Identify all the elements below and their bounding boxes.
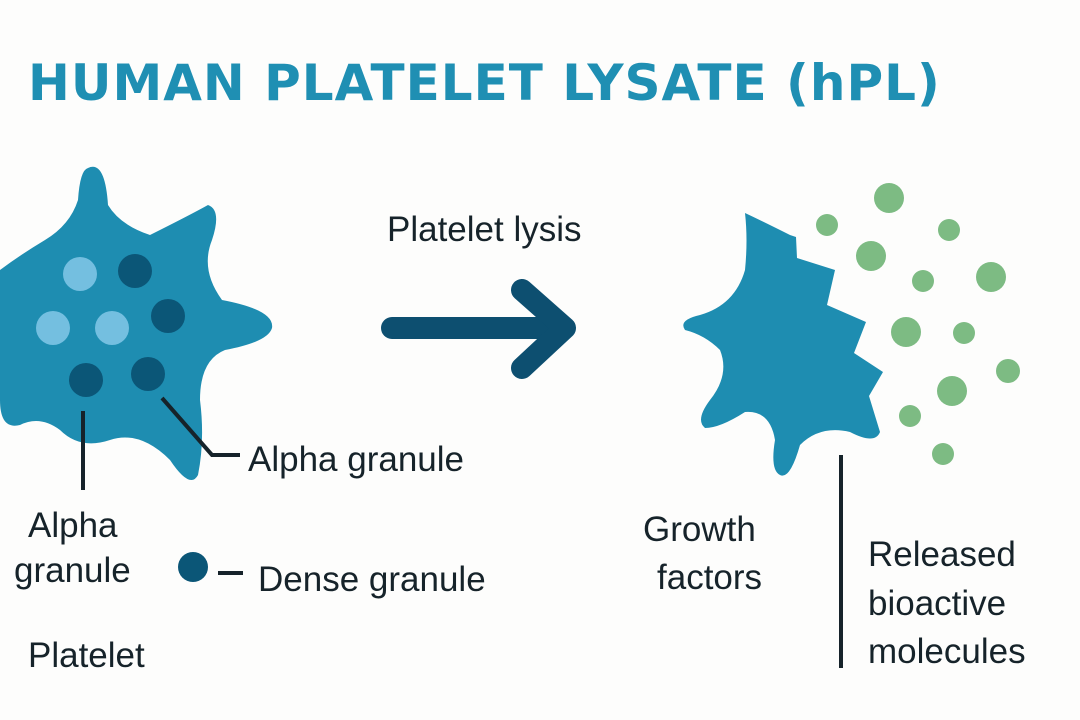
label-alpha-granule-left-line2: granule bbox=[14, 551, 131, 590]
molecule-dot bbox=[932, 443, 954, 465]
dense-granule-legend-dot bbox=[178, 552, 208, 582]
label-growth-factors-line2: factors bbox=[657, 558, 763, 597]
page-title: HUMAN PLATELET LYSATE (hPL) bbox=[28, 54, 941, 112]
bioactive-molecules bbox=[816, 183, 1020, 465]
molecule-dot bbox=[899, 405, 921, 427]
label-alpha-granule-left-line1: Alpha bbox=[28, 506, 118, 545]
molecule-dot bbox=[953, 322, 975, 344]
step-label-platelet-lysis: Platelet lysis bbox=[387, 210, 582, 249]
arrow-icon bbox=[381, 279, 576, 379]
molecule-dot bbox=[874, 183, 904, 213]
label-dense-granule: Dense granule bbox=[258, 560, 486, 599]
molecule-dot bbox=[891, 317, 921, 347]
label-platelet: Platelet bbox=[28, 636, 145, 675]
alpha-granule bbox=[95, 311, 129, 345]
molecule-dot bbox=[996, 359, 1020, 383]
molecule-dot bbox=[912, 270, 934, 292]
molecule-dot bbox=[816, 214, 838, 236]
molecule-dot bbox=[856, 241, 886, 271]
dense-granule bbox=[118, 254, 152, 288]
molecule-dot bbox=[938, 219, 960, 241]
alpha-granule bbox=[36, 311, 70, 345]
dense-granule bbox=[151, 299, 185, 333]
label-alpha-granule-right: Alpha granule bbox=[248, 440, 464, 479]
dense-granule bbox=[131, 357, 165, 391]
alpha-granule bbox=[63, 257, 97, 291]
lysed-platelet-shape bbox=[683, 213, 883, 476]
label-released-line3: molecules bbox=[868, 632, 1026, 671]
dense-granule bbox=[69, 363, 103, 397]
intact-platelet-shape bbox=[0, 166, 273, 480]
leader-line bbox=[160, 396, 240, 457]
molecule-dot bbox=[937, 376, 967, 406]
label-growth-factors-line1: Growth bbox=[643, 510, 756, 549]
label-released-line2: bioactive bbox=[868, 584, 1007, 623]
molecule-dot bbox=[976, 262, 1006, 292]
label-released-line1: Released bbox=[868, 535, 1016, 574]
